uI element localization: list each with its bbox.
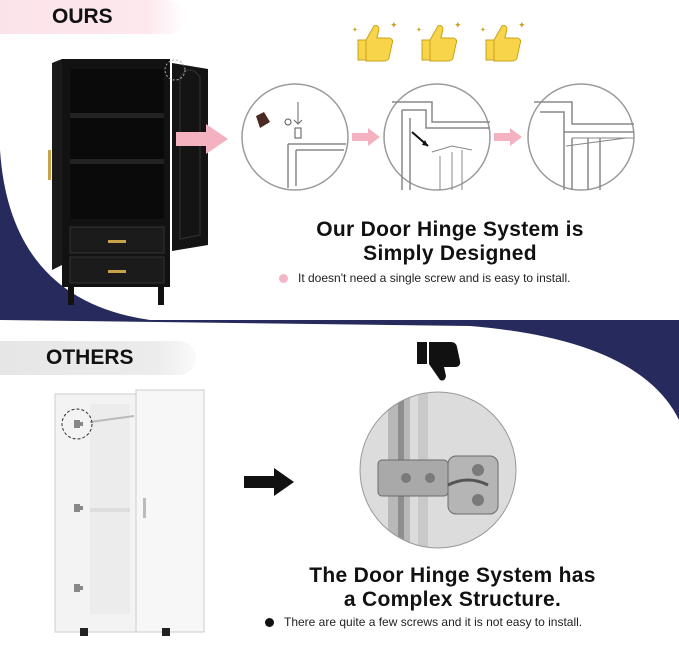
- ours-label-text: OURS: [52, 5, 113, 28]
- hinge-step-3-image: [527, 83, 635, 191]
- svg-text:✦: ✦: [518, 20, 526, 30]
- thumbs-up-icon: ✦ ✦: [352, 20, 398, 62]
- others-heading: The Door Hinge System has a Complex Stru…: [290, 564, 615, 612]
- ours-note-text: It doesn't need a single screw and is ea…: [298, 271, 571, 285]
- svg-text:✦: ✦: [454, 20, 462, 30]
- others-heading-line2: a Complex Structure.: [343, 588, 562, 611]
- others-heading-line1: The Door Hinge System has: [309, 564, 596, 587]
- others-note: There are quite a few screws and it is n…: [265, 615, 582, 629]
- svg-text:✦: ✦: [416, 26, 422, 34]
- thumbs-down-icon: [417, 342, 461, 381]
- arrow-right-icon: [352, 128, 380, 146]
- arrow-right-icon: [244, 468, 294, 496]
- hinge-step-2-image: [383, 83, 491, 191]
- ours-heading-line2: Simply Designed: [363, 242, 537, 265]
- others-note-bullet: [265, 617, 274, 627]
- others-note-text: There are quite a few screws and it is n…: [284, 615, 583, 629]
- ours-heading-line1: Our Door Hinge System is: [316, 218, 584, 241]
- svg-text:✦: ✦: [390, 20, 398, 30]
- complex-hinge-image: [359, 391, 517, 549]
- svg-text:✦: ✦: [480, 26, 486, 34]
- hinge-step-1-image: [241, 83, 349, 191]
- others-label-text: OTHERS: [46, 346, 134, 369]
- thumbs-up-icon: ✦ ✦: [416, 20, 462, 62]
- arrow-right-icon: [494, 128, 522, 146]
- ours-note: It doesn't need a single screw and is ea…: [279, 271, 570, 285]
- others-label: OTHERS: [0, 341, 196, 375]
- black-cabinet-image: [48, 59, 208, 305]
- thumbs-up-icon: ✦ ✦: [480, 20, 526, 62]
- arrow-right-icon: [176, 124, 228, 154]
- ours-note-bullet: [279, 273, 288, 283]
- white-wardrobe-image: [54, 389, 205, 636]
- ours-label: OURS: [0, 0, 185, 34]
- ours-heading: Our Door Hinge System is Simply Designed: [290, 218, 610, 266]
- svg-text:✦: ✦: [352, 26, 358, 34]
